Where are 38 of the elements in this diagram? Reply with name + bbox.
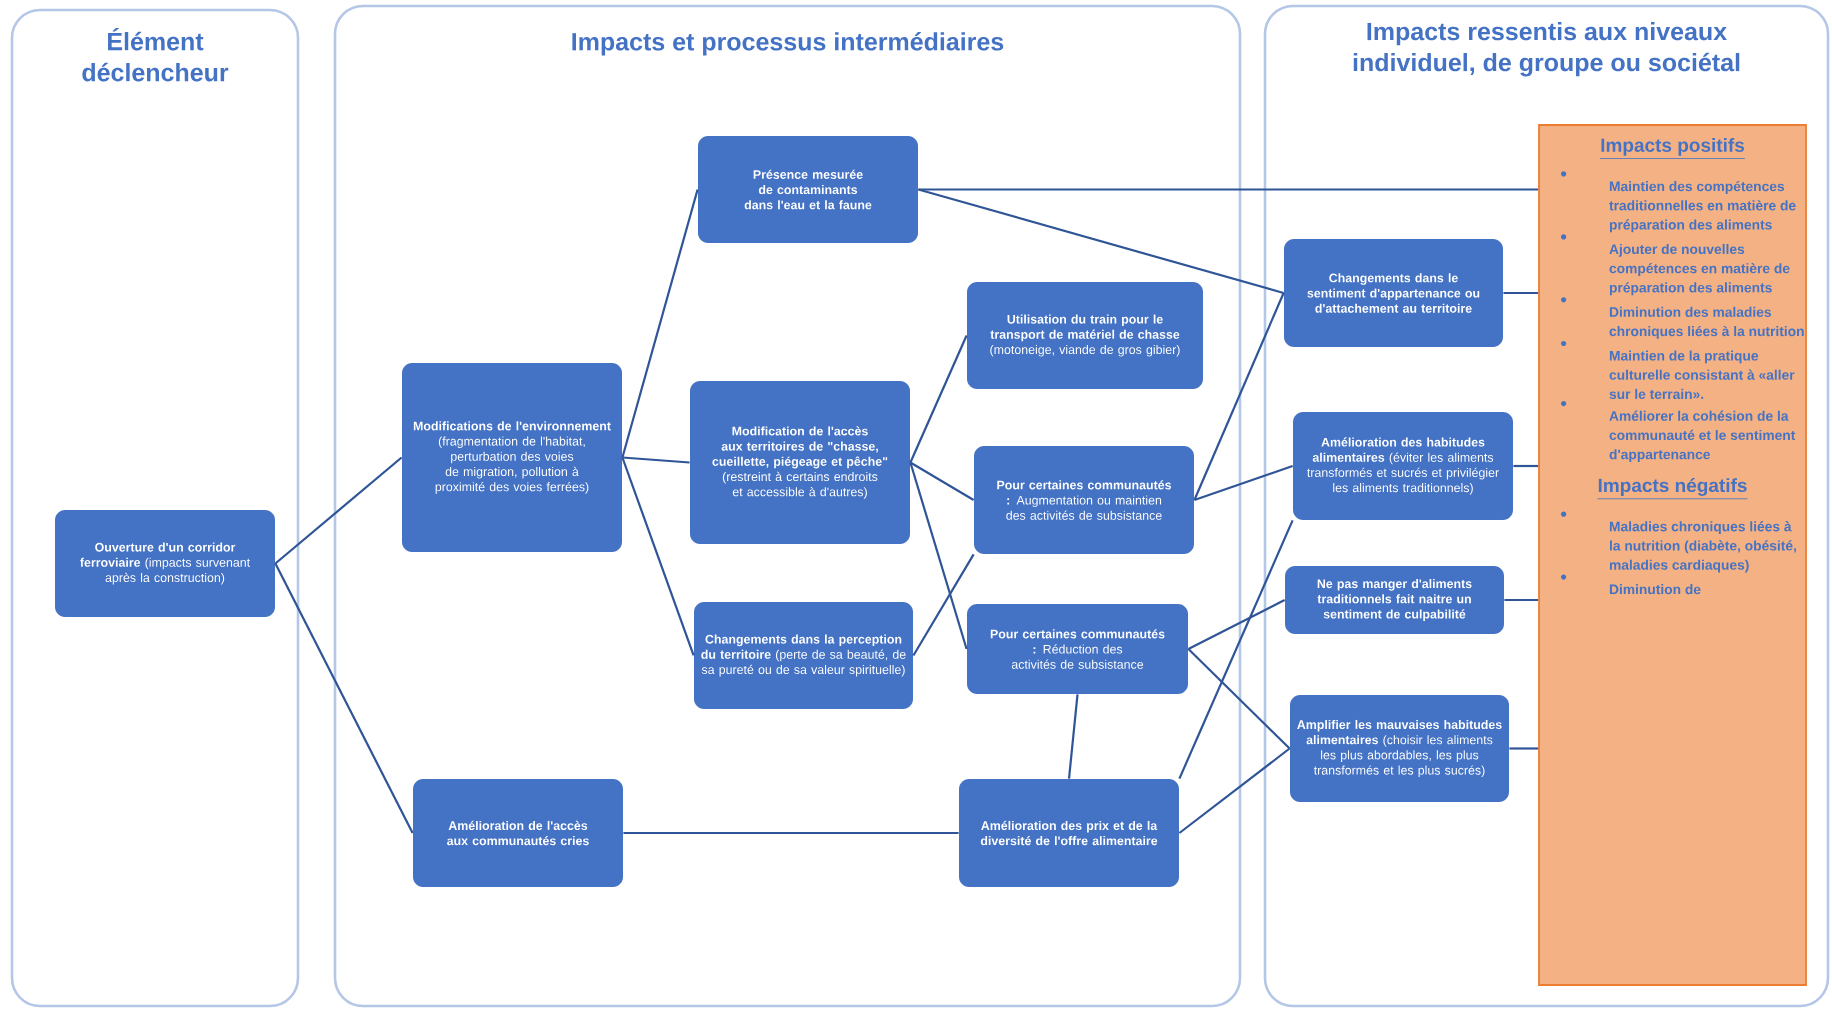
process-box: Ne pas manger d'aliments traditionnels fait naitre un sentiment de culpabilité <box>1285 566 1504 634</box>
connector-line <box>1509 747 1539 750</box>
connector-line <box>1504 598 1539 602</box>
connector-line <box>274 563 414 834</box>
process-box: Amélioration de l'accès aux communautés cries <box>413 779 623 887</box>
connector-line <box>1513 464 1539 468</box>
process-box: Utilisation du train pour le transport de matériel de chasse (motoneige, viande de gros gibier) <box>967 282 1203 389</box>
connector-line <box>1187 599 1286 650</box>
connector-line <box>623 831 959 835</box>
process-box: Présence mesurée de contaminants dans l'eau et la faune <box>698 136 918 243</box>
connector-line <box>909 461 975 501</box>
connector-line <box>912 553 975 657</box>
connector-line <box>621 189 699 458</box>
process-box: Pour certaines communautés : Augmentation ou maintien des activités de subsistance <box>974 446 1194 554</box>
process-box: Amplifier les mauvaises habitudes alimentaires (choisir les aliments les plus abordables, les plus transformés et les plus sucrés) <box>1290 695 1509 802</box>
connector-line <box>621 457 695 656</box>
connector-line <box>1178 519 1294 780</box>
process-box: Changements dans la perception du territoire (perte de sa beauté, de sa pureté ou de sa valeur spirituelle) <box>694 602 913 709</box>
process-box: Amélioration des habitudes alimentaires (éviter les aliments transformés et sucrés et privilégier les aliments traditionnels) <box>1293 412 1513 520</box>
impact-list-box: Impacts positifs Maintien des compétences traditionnelles en matière de préparation des aliments Ajouter de nouvelles compétences en matière de préparation des aliments Diminution des maladies chroniques liées à la nutrition Maintien de la pratique culturelle consistant à «aller sur le terrain». Améliorer la cohésion de la communauté et le sentiment d'appartenance Impacts négatifs Maladies chroniques liées à la nutrition (diabète, obésité, maladies cardiaques) Diminution de <box>1538 124 1807 986</box>
connector-line <box>1187 648 1291 750</box>
connector-line <box>1178 747 1291 834</box>
connector-line <box>1193 292 1285 501</box>
connector-line <box>918 188 1539 191</box>
process-box: Amélioration des prix et de la diversité de l'offre alimentaire <box>959 779 1179 887</box>
process-box: Pour certaines communautés : Réduction des activités de subsistance <box>967 604 1188 694</box>
connector-line <box>1194 464 1293 502</box>
connector-line <box>622 456 690 464</box>
process-box: Modifications de l'environnement (fragmentation de l'habitat, perturbation des voies de migration, pollution à proximité des voies ferrées) <box>402 363 622 552</box>
process-box: Changements dans le sentiment d'appartenance ou d'attachement au territoire <box>1284 239 1503 347</box>
process-box: Ouverture d'un corridor ferroviaire (impacts survenant après la construction) <box>55 510 275 617</box>
process-box: Modification de l'accès aux territoires de "chasse, cueillette, piégeage et pêche" (restreint à certains endroits et accessible à d'autres) <box>690 381 910 544</box>
connector-line <box>1503 291 1539 295</box>
connector-line <box>1067 694 1079 779</box>
connector-line <box>918 188 1284 295</box>
connector-line <box>909 335 968 463</box>
connector-line <box>274 456 403 565</box>
connector-line <box>909 462 968 650</box>
